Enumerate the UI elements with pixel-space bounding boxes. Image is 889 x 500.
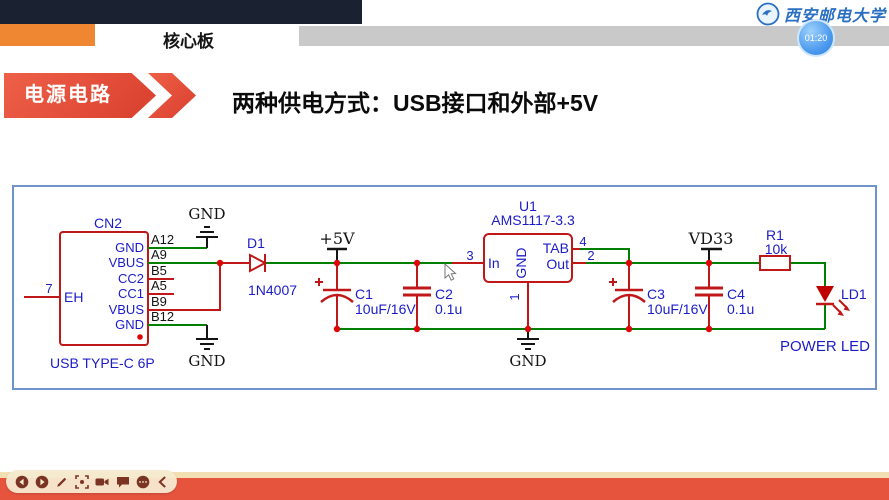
u1-num-tab: 4 [579, 234, 586, 249]
net-label: A5 [151, 278, 167, 293]
net-label: B9 [151, 294, 167, 309]
u1-num-out: 2 [587, 248, 594, 263]
collapse-toolbar-icon[interactable] [156, 475, 168, 489]
cn2-pin-name: VBUS [109, 255, 145, 270]
annotation-toolbar [6, 470, 177, 493]
gnd-label: GND [509, 352, 546, 370]
c2-value: 0.1u [435, 301, 462, 317]
vd33-label: VD33 [688, 229, 734, 248]
u1-pin-in: In [488, 255, 500, 271]
forward-icon[interactable] [35, 475, 49, 489]
c2-cap-symbol [403, 286, 431, 297]
top-dark-bar [0, 0, 362, 24]
ld1-led-symbol [816, 286, 850, 316]
header-gray-bar [299, 26, 889, 46]
back-icon[interactable] [15, 475, 29, 489]
r1-value: 10k [765, 241, 789, 257]
orange-accent-bar [0, 24, 95, 46]
cn2-type: USB TYPE-C 6P [50, 355, 155, 371]
u1-num-gnd: 1 [507, 293, 522, 300]
cn2-ref: CN2 [94, 215, 122, 231]
university-emblem-icon [756, 2, 780, 26]
net-label: A9 [151, 247, 167, 262]
university-name: 西安邮电大学 [784, 6, 887, 25]
c4-value: 0.1u [727, 301, 754, 317]
u1-num-in: 3 [466, 248, 473, 263]
cn2-pin-name: GND [115, 240, 144, 255]
green-net-wires [148, 247, 826, 330]
power-led-caption: POWER LED [780, 338, 870, 355]
vd33-symbol [701, 247, 722, 263]
u1-ref: U1 [519, 198, 537, 214]
c1-cap-symbol [315, 278, 354, 303]
recording-timer-bubble[interactable]: 01:20 [797, 19, 835, 57]
comment-icon[interactable] [116, 475, 130, 489]
red-pin-wires [148, 248, 710, 329]
d1-ref: D1 [247, 235, 265, 251]
power-5v-label: +5V [319, 229, 355, 248]
u1-pin-out: Out [546, 256, 569, 272]
c4-cap-symbol [695, 286, 723, 297]
c1-ref: C1 [355, 286, 373, 302]
c3-cap-symbol [609, 278, 646, 303]
gnd-label: GND [188, 205, 225, 223]
c3-ref: C3 [647, 286, 665, 302]
record-camera-icon[interactable] [95, 475, 110, 489]
section-tab-label: 核心板 [163, 32, 214, 51]
net-label: B5 [151, 263, 167, 278]
cn2-pin7-name: EH [64, 289, 83, 305]
pen-icon[interactable] [55, 475, 69, 489]
ld1-ref: LD1 [841, 286, 867, 302]
bottom-red-bar [0, 478, 889, 500]
c3-value: 10uF/16V [647, 301, 708, 317]
cn2-pin-name: CC1 [118, 286, 144, 301]
bottom-cream-strip [0, 472, 889, 478]
c2-ref: C2 [435, 286, 453, 302]
r1-ref: R1 [766, 227, 784, 243]
circuit-schematic: CN2 USB TYPE-C 6P GND VBUS CC2 CC1 VBUS … [12, 185, 877, 390]
gnd-label: GND [188, 352, 225, 370]
u1-pin-gnd: GND [513, 247, 529, 278]
cn2-pin-name: GND [115, 317, 144, 332]
net-label: A12 [151, 232, 174, 247]
junction-dots [137, 259, 713, 340]
mouse-cursor [444, 262, 457, 281]
cn2-pin-name: VBUS [109, 302, 145, 317]
gnd-symbol-top [196, 226, 218, 248]
capture-icon[interactable] [75, 474, 89, 489]
net-label: B12 [151, 309, 174, 324]
d1-diode-symbol [249, 253, 268, 273]
schematic-canvas: CN2 USB TYPE-C 6P GND VBUS CC2 CC1 VBUS … [24, 198, 870, 371]
cn2-connector-body [59, 231, 149, 346]
u1-part: AMS1117-3.3 [491, 212, 575, 228]
c1-value: 10uF/16V [355, 301, 416, 317]
slide-title: 两种供电方式：USB接口和外部+5V [232, 90, 599, 116]
r1-resistor-symbol [759, 255, 791, 271]
more-icon[interactable] [136, 475, 150, 489]
cn2-pin-name: CC2 [118, 271, 144, 286]
d1-part: 1N4007 [248, 282, 297, 298]
u1-pin-tab: TAB [543, 240, 569, 256]
section-banner: 电源电路 [4, 73, 156, 118]
gnd-symbol-bottom-left [196, 325, 218, 350]
c4-ref: C4 [727, 286, 745, 302]
u1-regulator-body [483, 233, 573, 283]
cn2-pin7-num: 7 [45, 281, 52, 296]
